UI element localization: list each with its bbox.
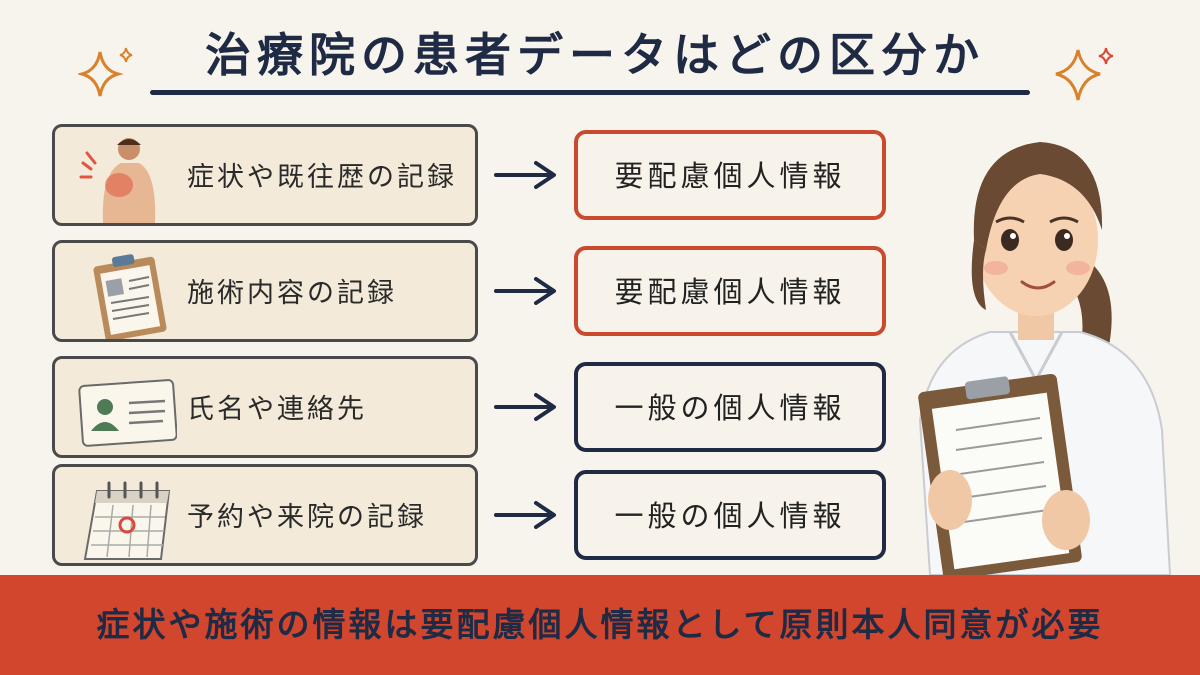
arrow-right-icon (494, 501, 556, 529)
sparkle-left-icon (78, 47, 133, 97)
injured-back-icon (79, 138, 156, 223)
sparkle-right-icon (1055, 47, 1114, 101)
data-item-box: 予約や来院の記録 (52, 464, 478, 566)
arrow-right-icon (494, 161, 556, 189)
category-sensitive-badge: 要配慮個人情報 (574, 246, 886, 336)
arrow-right-icon (494, 393, 556, 421)
data-item-label: 氏名や連絡先 (187, 394, 367, 425)
category-general-badge: 一般の個人情報 (574, 362, 886, 452)
footer-message: 症状や施術の情報は要配慮個人情報として原則本人同意が必要 (96, 605, 1104, 644)
data-item-label: 予約や来院の記録 (187, 502, 427, 533)
page-title: 治療院の患者データはどの区分か (205, 28, 985, 82)
arrow-right-icon (494, 277, 556, 305)
nurse-illustration (918, 142, 1172, 575)
data-item-label: 症状や既往歴の記録 (187, 162, 457, 193)
category-sensitive-badge: 要配慮個人情報 (574, 130, 886, 220)
row-symptoms: 症状や既往歴の記録 要配慮個人情報 (52, 124, 892, 226)
clipboard-chart-icon (93, 254, 167, 339)
data-item-box: 氏名や連絡先 (52, 356, 478, 458)
id-card-icon (78, 379, 177, 447)
footer-banner: 症状や施術の情報は要配慮個人情報として原則本人同意が必要 (0, 575, 1200, 675)
data-item-label: 施術内容の記録 (187, 278, 397, 309)
data-item-box: 施術内容の記録 (52, 240, 478, 342)
calendar-icon (83, 481, 171, 560)
category-general-badge: 一般の個人情報 (574, 470, 886, 560)
title-underline (150, 90, 1030, 95)
row-treatment: 施術内容の記録 要配慮個人情報 (52, 240, 892, 342)
data-item-box: 症状や既往歴の記録 (52, 124, 478, 226)
row-contact: 氏名や連絡先 一般の個人情報 (52, 356, 892, 458)
row-appointments: 予約や来院の記録 一般の個人情報 (52, 464, 892, 566)
